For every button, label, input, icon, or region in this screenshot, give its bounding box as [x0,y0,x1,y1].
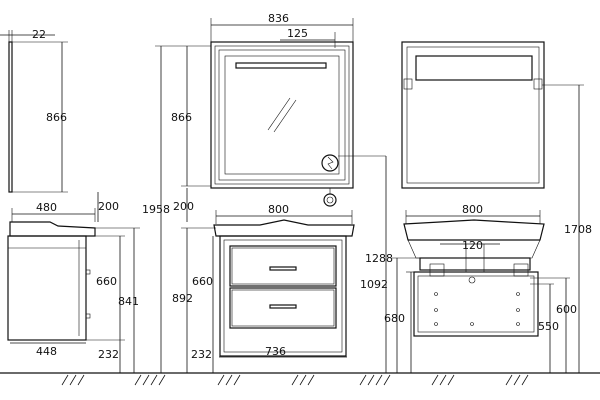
dim-mirror-lamp-offset: 125 [287,27,308,40]
back-cabinet [403,219,545,337]
dim-mirror-gap: 200 [173,200,194,213]
mirror-side-view: 22 866 [0,28,68,193]
dim-cabinet-side-body-height: 660 [96,275,117,288]
dim-cabinet-leg-height: 232 [191,348,212,361]
dim-mirror-side-depth: 22 [32,28,46,41]
dim-back-side-600: 600 [556,303,577,316]
mirror [210,41,386,207]
floor [0,372,600,386]
dim-socket-height: 1092 [360,278,388,291]
cable-grommet-icon [323,188,337,207]
dim-total-height: 1958 [142,203,170,216]
dim-back-outlet-height: 1288 [365,252,393,265]
dim-cabinet-side-total-height: 841 [118,295,139,308]
vanity-cabinet [213,219,355,357]
dim-cabinet-total-height: 892 [172,292,193,305]
dim-back-top-height: 680 [384,312,405,325]
dim-back-width: 800 [462,203,483,216]
back-view: 1708 800 120 1288 680 60 [365,41,592,373]
dim-back-pipe-spacing: 120 [462,239,483,252]
dim-cabinet-width: 800 [268,203,289,216]
dim-back-mirror-top-height: 1708 [564,223,592,236]
dim-cabinet-bottom-width: 736 [265,345,286,358]
cabinet-side-view: 480 448 660 841 232 200 [7,192,140,373]
dim-back-side-550: 550 [538,320,559,333]
dim-mirror-gap-side: 200 [98,200,119,213]
dim-mirror-side-height: 866 [46,111,67,124]
dim-mirror-width: 836 [268,12,289,25]
dim-cabinet-side-bottom-depth: 448 [36,345,57,358]
floor-hatch-icon [61,374,529,386]
dim-mirror-front-height: 866 [171,111,192,124]
back-mirror-panel [401,41,545,189]
power-socket-icon [321,154,339,172]
dim-cabinet-body-height: 660 [192,275,213,288]
front-view: 836 125 866 [142,12,388,373]
dim-cabinet-side-top-depth: 480 [36,201,57,214]
dim-cabinet-side-leg-height: 232 [98,348,119,361]
